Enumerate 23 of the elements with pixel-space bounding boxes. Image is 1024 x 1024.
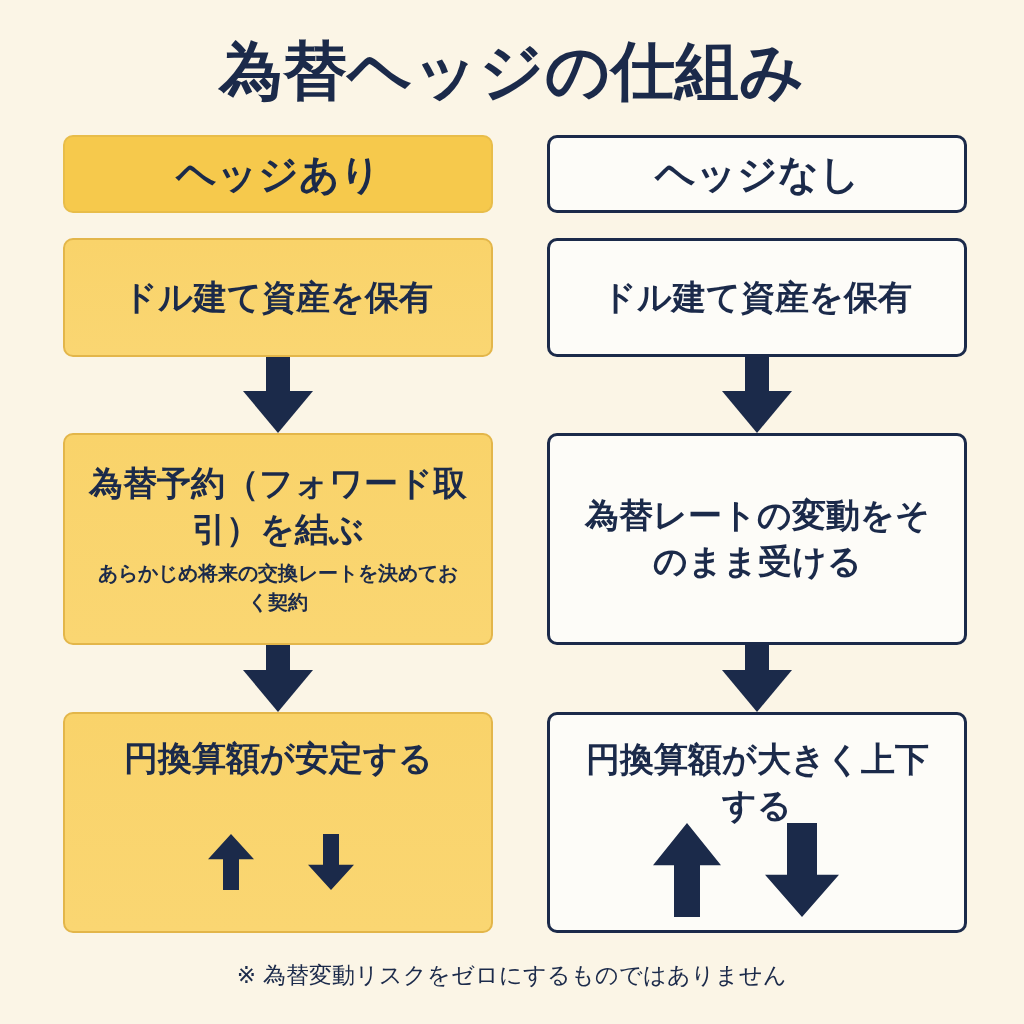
footnote: ※ 為替変動リスクをゼロにするものではありません xyxy=(235,961,789,990)
arrow xyxy=(243,357,313,433)
description-text: あらかじめ将来の交換レートを決めておく契約 xyxy=(97,559,459,616)
node-text: ヘッジあり xyxy=(175,150,381,199)
arrow xyxy=(722,357,792,433)
process-box xyxy=(63,712,493,933)
arrow xyxy=(243,645,313,712)
arrow xyxy=(722,645,792,712)
process-box xyxy=(547,433,967,645)
title: 為替ヘッジの仕組み xyxy=(217,33,806,110)
node-text: 為替レートの変動をそのまま受ける xyxy=(583,494,931,583)
process-box xyxy=(547,238,967,357)
node-text: ヘッジなし xyxy=(654,150,860,199)
column-header xyxy=(63,135,493,213)
node-text: 為替予約（フォワード取引）を結ぶ xyxy=(89,462,467,551)
process-box xyxy=(547,712,967,933)
node-text: 円換算額が大きく上下する xyxy=(584,738,930,827)
process-box xyxy=(63,238,493,357)
node-text: 円換算額が安定する xyxy=(123,737,433,780)
node-text: ドル建て資産を保有 xyxy=(602,275,912,319)
process-box xyxy=(63,433,493,645)
node-text: ドル建て資産を保有 xyxy=(123,275,433,319)
column-header xyxy=(547,135,967,213)
